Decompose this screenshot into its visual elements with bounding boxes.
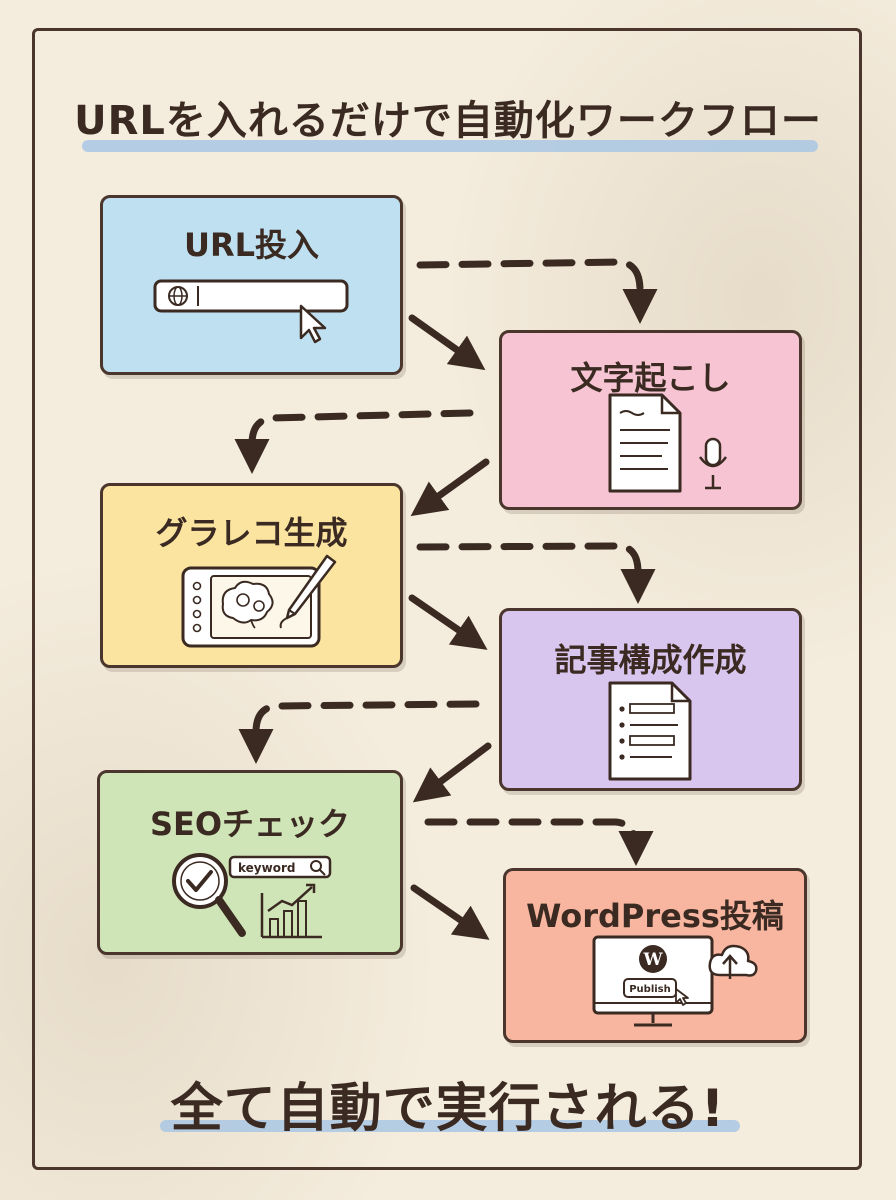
publish-button-label: Publish (629, 984, 671, 995)
step-graphic-recording: グラレコ生成 (100, 483, 403, 668)
step-label: WordPress投稿 (526, 897, 784, 935)
url-bar-icon (153, 279, 349, 344)
step-label: グラレコ生成 (155, 514, 348, 552)
footer-highlight (160, 1120, 740, 1132)
step-label: URL投入 (183, 226, 320, 264)
step-label: SEOチェック (149, 805, 351, 843)
seo-magnifier-chart-icon: keyword (172, 853, 332, 939)
keyword-text: keyword (238, 861, 295, 875)
hand-drawn-frame (32, 28, 862, 1170)
footer-title: 全て自動で実行される! (170, 1079, 726, 1139)
svg-text:W: W (642, 950, 663, 970)
step-seo-check: SEOチェック keyword (97, 770, 403, 955)
step-label: 文字起こし (570, 359, 731, 397)
step-transcription: 文字起こし (499, 330, 802, 510)
wordpress-publish-icon: W Publish (592, 935, 758, 1027)
outline-document-icon (608, 681, 692, 781)
step-wordpress-publish: WordPress投稿 W Publish (503, 868, 807, 1043)
title-highlight (82, 140, 818, 152)
step-label: 記事構成作成 (554, 641, 747, 679)
drawing-tablet-icon (181, 554, 337, 648)
transcript-microphone-icon (608, 393, 728, 493)
step-article-outline: 記事構成作成 (499, 608, 802, 791)
page-title: URLを入れるだけで自動化ワークフロー (74, 98, 822, 144)
step-url-input: URL投入 (100, 195, 403, 375)
